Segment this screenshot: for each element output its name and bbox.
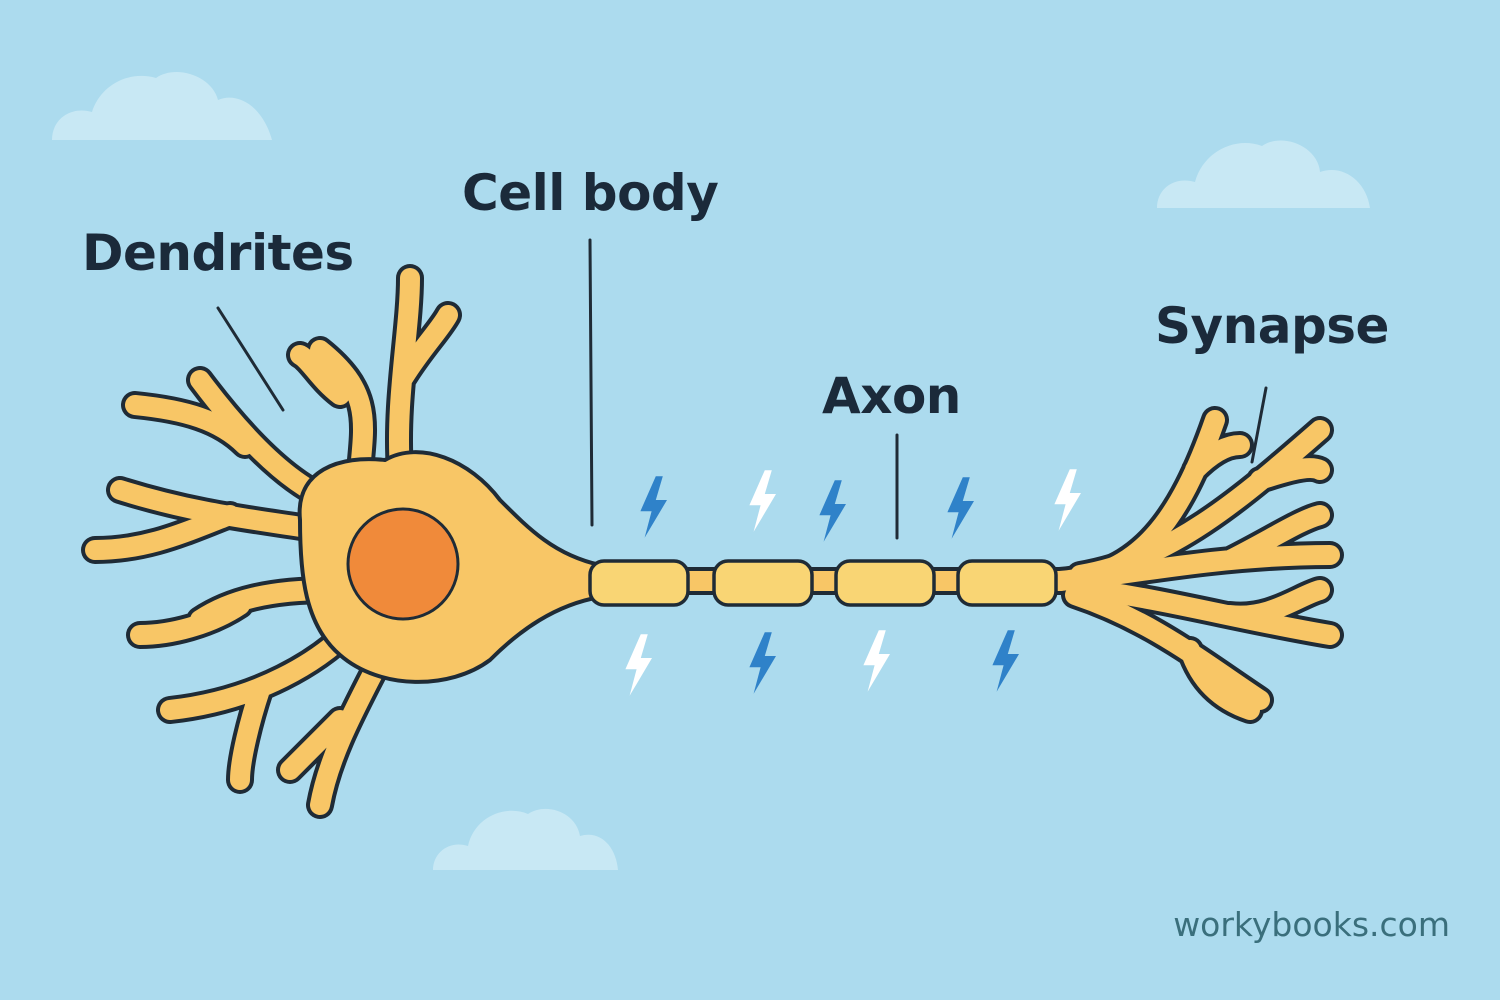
spark-blue-icon xyxy=(947,477,974,539)
synapse-leader xyxy=(1250,386,1268,464)
spark-white-icon xyxy=(625,634,652,696)
myelin-segment xyxy=(712,559,814,607)
myelin-segment xyxy=(834,559,936,607)
cloud xyxy=(1157,140,1370,208)
myelin-sheaths xyxy=(588,559,1058,607)
dendrites-leader xyxy=(216,306,285,412)
leader-lines xyxy=(216,238,1268,540)
cell-body-label: Cell body xyxy=(462,164,719,222)
neuron-fill xyxy=(85,268,1340,815)
spark-blue-icon xyxy=(992,630,1019,692)
cell-body-leader xyxy=(588,238,594,527)
myelin-segment xyxy=(588,559,690,607)
myelin-segment xyxy=(956,559,1058,607)
neuron xyxy=(81,264,1344,819)
watermark: workybooks.com xyxy=(1173,905,1450,944)
spark-blue-icon xyxy=(819,480,846,542)
spark-white-icon xyxy=(749,470,776,532)
clouds xyxy=(52,72,1370,870)
synapse-label: Synapse xyxy=(1155,297,1389,355)
dendrites-label: Dendrites xyxy=(82,224,354,282)
spark-white-icon xyxy=(1054,469,1081,531)
cloud xyxy=(52,72,272,140)
spark-blue-icon xyxy=(640,476,667,538)
axon-label: Axon xyxy=(822,367,961,425)
spark-white-icon xyxy=(863,630,890,692)
spark-blue-icon xyxy=(749,632,776,694)
nucleus xyxy=(346,507,460,621)
cloud xyxy=(433,808,618,870)
